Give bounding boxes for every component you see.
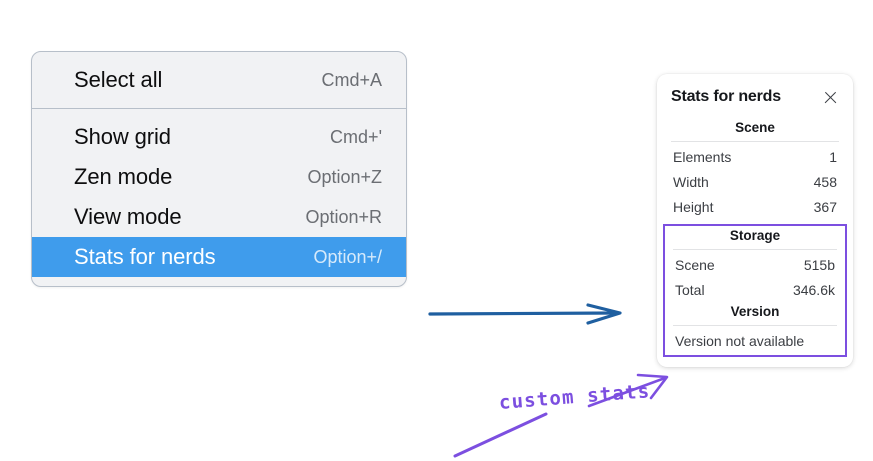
menu-separator <box>32 108 406 109</box>
version-section-title: Version <box>730 304 780 320</box>
version-note: Version not available <box>675 333 805 350</box>
stat-value: 1 <box>829 149 837 165</box>
menu-item-show-grid[interactable]: Show grid Cmd+' <box>32 117 406 157</box>
stats-panel-title: Stats for nerds <box>671 88 781 105</box>
stat-key: Total <box>675 281 705 298</box>
scene-section-title: Scene <box>735 120 775 135</box>
section-divider <box>673 248 837 250</box>
menu-item-zen-mode[interactable]: Zen mode Option+Z <box>32 157 406 197</box>
stat-value: 458 <box>813 173 837 190</box>
stat-row: Width 458 <box>671 170 839 195</box>
menu-item-shortcut: Cmd+' <box>330 126 382 147</box>
stat-value: 515b <box>803 256 835 273</box>
menu-item-label: Zen mode <box>74 164 173 189</box>
menu-item-shortcut: Option+/ <box>313 246 382 267</box>
menu-item-label: View mode <box>74 204 182 229</box>
stat-key: Elements <box>673 149 732 165</box>
blue-arrow-icon <box>428 303 622 325</box>
menu-item-shortcut: Option+R <box>305 206 382 227</box>
section-divider <box>673 325 837 327</box>
custom-stats-annotation-label: custom stats <box>498 380 652 414</box>
close-icon[interactable] <box>822 89 839 106</box>
stat-row: Total 346.6k <box>673 278 837 303</box>
section-divider <box>671 141 839 142</box>
stat-row: Scene 515b <box>673 253 837 278</box>
stats-for-nerds-panel: Stats for nerds Scene Elements 1 Width 4… <box>657 74 853 368</box>
stat-key: Height <box>673 198 714 215</box>
custom-stats-highlight-box: Storage Scene 515b Total 346.6k Version … <box>663 223 847 358</box>
menu-item-label: Show grid <box>74 124 171 149</box>
scene-section: Scene Elements 1 Width 458 Height 367 <box>671 118 839 220</box>
context-menu[interactable]: Select all Cmd+A Show grid Cmd+' Zen mod… <box>31 51 407 287</box>
stat-row: Height 367 <box>671 195 839 220</box>
stat-value: 346.6k <box>792 281 835 298</box>
menu-item-stats-for-nerds[interactable]: Stats for nerds Option+/ <box>32 237 406 277</box>
stat-value: 367 <box>813 198 837 215</box>
menu-item-shortcut: Cmd+A <box>321 69 382 90</box>
menu-group-1: Select all Cmd+A <box>32 60 406 100</box>
menu-item-label: Select all <box>74 67 163 92</box>
stats-panel-header: Stats for nerds <box>671 88 839 106</box>
storage-section: Storage Scene 515b Total 346.6k <box>673 226 837 303</box>
menu-item-select-all[interactable]: Select all Cmd+A <box>32 60 406 100</box>
menu-item-label: Stats for nerds <box>74 244 216 269</box>
stat-key: Scene <box>675 256 715 273</box>
storage-section-title: Storage <box>729 227 781 243</box>
stat-key: Width <box>673 173 709 190</box>
menu-group-2: Show grid Cmd+' Zen mode Option+Z View m… <box>32 117 406 277</box>
menu-item-shortcut: Option+Z <box>307 166 382 187</box>
stat-row: Elements 1 <box>671 145 839 170</box>
menu-item-view-mode[interactable]: View mode Option+R <box>32 197 406 237</box>
version-section: Version Version not available <box>673 302 837 351</box>
purple-underline-stroke <box>453 412 548 458</box>
